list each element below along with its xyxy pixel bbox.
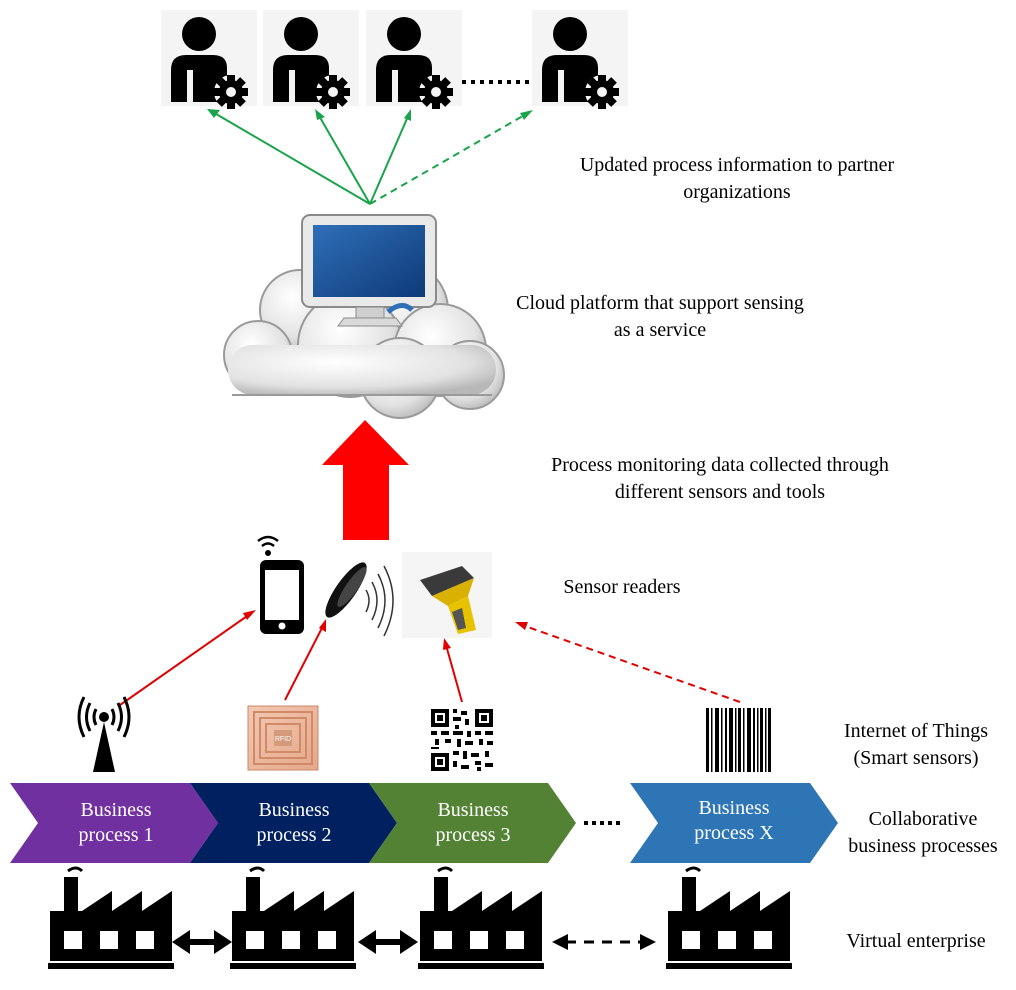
partner-person-icon-1 [161,10,257,109]
partner-arrow-1 [210,110,371,205]
process-label-2-line2: process 2 [256,824,332,846]
sensor-arrow-4 [521,624,741,703]
process-label-1: Business process 1 [40,798,192,848]
sensor-arrow-2 [284,625,324,701]
rfid-reader-icon [325,562,394,637]
partner-person-icon-4 [532,10,628,109]
partner-arrows [207,109,533,205]
cloud-label: Cloud platform that support sensing as a… [516,292,804,341]
process-chevron-1 [10,783,218,863]
iot-label: Internet of Things (Smart sensors) [826,718,1006,772]
wireless-tower-icon [77,696,131,772]
collab-label-line1: Collaborative [868,808,978,830]
partner-arrow-2 [317,113,371,205]
upload-arrow [322,420,409,540]
rfid-tag-icon: RFID [247,705,319,771]
collab-label-line2: business processes [848,835,998,857]
virtual-label: Virtual enterprise [846,930,986,952]
smartphone-icon [257,535,304,634]
factory-link-3 [552,934,656,950]
partner-person-icon-3 [366,10,462,109]
sensor-arrows [119,610,741,706]
monitor-icon [301,214,437,327]
process-chevron-3 [369,783,576,863]
partners-label: Updated process information to partner o… [579,154,895,203]
iot-label-line1: Internet of Things [843,720,989,742]
process-label-x-line1: Business [698,797,770,819]
iot-label-line2: (Smart sensors) [853,747,979,769]
process-label-3-line1: Business [437,799,509,821]
partner-arrow-3 [369,113,410,205]
barcode-icon [706,708,771,772]
factory-icon-2 [228,866,358,971]
rfid-tag-label: RFID [275,736,291,743]
collab-label: Collaborative business processes [830,806,1016,860]
factory-link-1 [172,930,232,954]
factory-icon-3 [416,866,546,971]
process-label-3-line2: process 3 [435,824,511,846]
partner-person-icon-2 [263,10,359,109]
process-label-2-line1: Business [258,799,330,821]
collected-label: Process monitoring data collected throug… [551,454,889,503]
process-label-2: Business process 2 [218,798,370,848]
readers-label: Sensor readers [563,576,681,598]
process-label-x: Business process X [658,796,810,846]
sensor-arrow-1 [119,613,251,706]
partner-arrow-4 [369,112,529,205]
process-chevron-x [630,783,838,863]
process-label-1-line2: process 1 [78,824,154,846]
sensor-arrow-3 [445,644,463,703]
process-chevron-2 [190,783,397,863]
factory-icon-4 [664,866,794,971]
process-label-x-line2: process X [694,822,774,844]
factory-link-2 [358,930,418,954]
factory-icon-1 [46,866,176,971]
process-label-3: Business process 3 [397,798,549,848]
process-label-1-line1: Business [80,799,152,821]
barcode-scanner-icon [402,552,492,638]
qr-code-icon [431,709,493,771]
